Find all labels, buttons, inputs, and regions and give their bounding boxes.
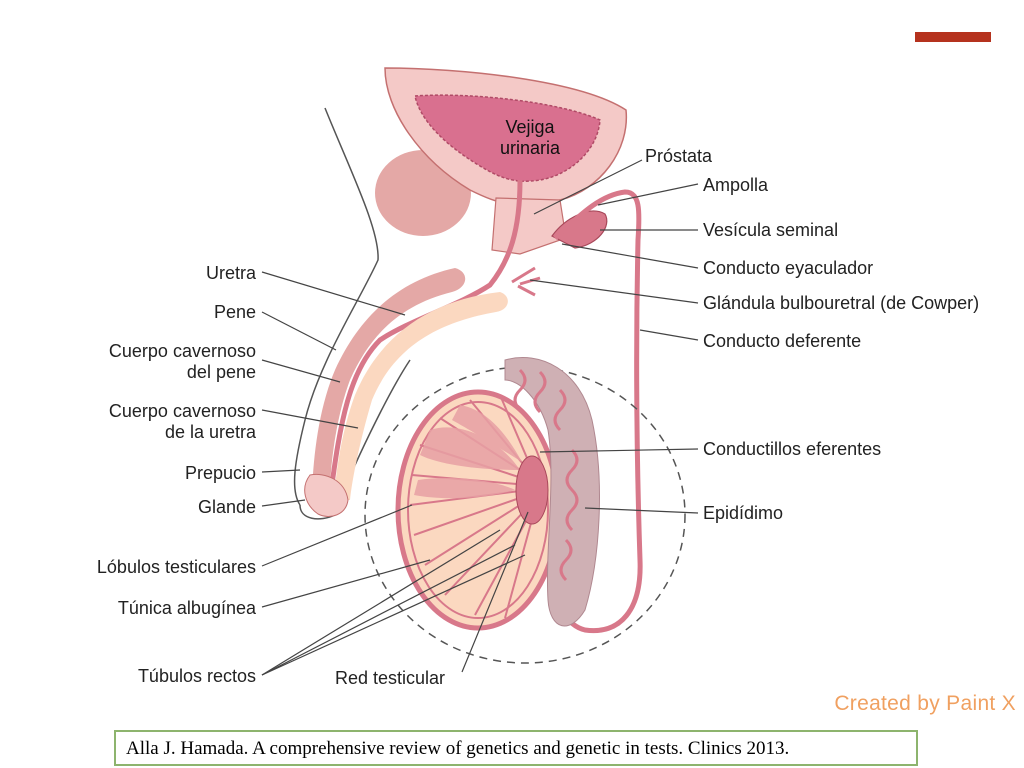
accent-bar <box>915 32 991 42</box>
bladder-label: Vejiga urinaria <box>480 117 580 159</box>
lobule-fill <box>414 405 522 499</box>
label-ampolla: Ampolla <box>703 175 769 195</box>
seminal-vesicle <box>551 210 608 249</box>
citation-box: Alla J. Hamada. A comprehensive review o… <box>114 730 918 766</box>
label-epididimo: Epidídimo <box>703 503 784 523</box>
corpus-spongiosum <box>334 292 508 500</box>
body-outline <box>293 107 379 506</box>
label-conducto-eyaculador: Conducto eyaculador <box>703 258 874 278</box>
label-prostata: Próstata <box>645 146 713 166</box>
bladder-inner <box>414 94 601 182</box>
watermark: Created by Paint X <box>834 692 1016 715</box>
leader-lines <box>261 159 699 676</box>
label-prepucio: Prepucio <box>184 463 256 483</box>
label-conducto-deferente: Conducto deferente <box>703 331 862 351</box>
bladder-label-text: Vejiga urinaria <box>499 117 561 158</box>
label-tunica-albuginea: Túnica albugínea <box>117 598 256 618</box>
label-glande: Glande <box>197 497 256 517</box>
prostate <box>491 197 567 255</box>
label-vesicula-seminal: Vesícula seminal <box>703 220 839 240</box>
label-cuerpo-cavernoso-uretra: Cuerpo cavernoso de la uretra <box>108 401 256 442</box>
tunica-albuginea <box>407 401 549 619</box>
label-uretra: Uretra <box>205 263 256 283</box>
epididymis-coils <box>513 368 579 582</box>
label-cuerpo-cavernoso-pene: Cuerpo cavernoso del pene <box>108 341 256 382</box>
glans <box>304 473 349 517</box>
corpus-cavernosum-penis <box>312 268 466 495</box>
label-red-testicular: Red testicular <box>335 668 446 688</box>
label-lobulos-testiculares: Lóbulos testiculares <box>96 557 256 577</box>
vas-deferens <box>553 189 643 634</box>
citation-text: Alla J. Hamada. A comprehensive review o… <box>126 738 790 759</box>
label-conductillos-eferentes: Conductillos eferentes <box>703 439 882 459</box>
bulbourethral-gland <box>511 266 541 297</box>
label-glandula-bulbouretral: Glándula bulbouretral (de Cowper) <box>703 293 980 313</box>
scrotum <box>364 366 686 664</box>
epididymis <box>504 357 600 627</box>
label-pene: Pene <box>213 302 256 322</box>
label-tubulos-rectos: Túbulos rectos <box>137 666 256 686</box>
rete-testis <box>515 455 549 525</box>
